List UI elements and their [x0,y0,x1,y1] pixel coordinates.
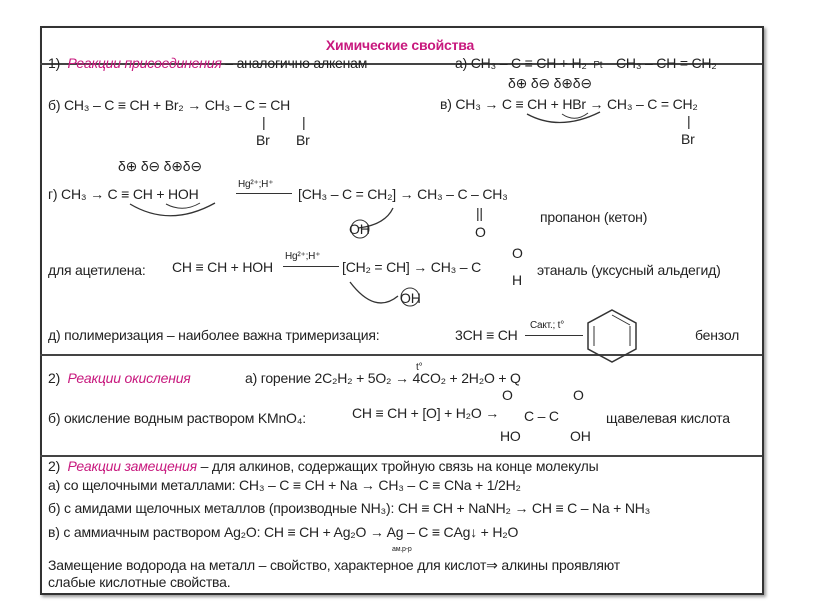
solution-note: ам.р-р [392,546,412,553]
reactants: а) CH₃ – C ≡ CH + H₂ [455,55,587,71]
section-title: Реакции присоединения [67,55,222,71]
substitution-v: в) с аммиачным раствором Ag₂O: CH ≡ CH +… [48,524,519,540]
substitution-a: а) со щелочными металлами: CH₃ – C ≡ CH … [48,477,521,493]
products: CH₃ – CH = CH₂ [616,55,717,71]
hydroxyl-group: OH [349,221,370,237]
section-number: 2) [48,370,61,386]
substituent: Br [256,132,270,148]
substitution-b: б) с амидами щелочных металлов (производ… [48,500,651,516]
divider [40,455,762,457]
reaction-b: б) CH₃ – C ≡ CH + Br₂ → CH₃ – C = CH [48,97,291,113]
section-number: 2) [48,458,61,474]
substituent: Br [681,131,695,147]
reaction-d: д) полимеризация – наиболее важна тример… [48,327,380,343]
reaction-v: в) CH₃ → C ≡ CH + HBr → CH₃ – C = CH₂ [440,96,698,112]
conclusion: Замещение водорода на металл – свойство,… [48,557,620,573]
product-name: этаналь (уксусный альдегид) [537,262,721,278]
divider [40,63,762,65]
product-name: бензол [695,327,740,343]
section-number: 1) [48,55,61,71]
reactants: CH ≡ CH + HOH [172,259,273,275]
conclusion: слабые кислотные свойства. [48,574,231,590]
reactants: CH ≡ CH + [O] + H₂O → [352,405,500,421]
reaction-g-reactants: г) CH₃ → C ≡ CH + HOH [48,186,199,202]
partial-charges: δ⊕ δ⊖ δ⊕δ⊖ [118,158,202,174]
catalyst-label: Hg²⁺;H⁺ [238,179,274,190]
hydroxyl-group: OH [570,428,591,444]
divider [40,354,762,356]
condition-label: t° [416,362,423,373]
hydrogen: H [512,272,522,288]
product-core: C – C [524,408,559,424]
section-subtitle: – аналогично алкенам [221,55,368,71]
bond: | [687,113,691,129]
oxygen: O [475,224,486,240]
bond: | [262,114,266,130]
oxygen: O [502,387,513,403]
section2-heading: 2) Реакции окисления [48,370,191,386]
bond: | [302,114,306,130]
oxygen: O [573,387,584,403]
hydroxyl-group: HO [500,428,521,444]
double-bond: || [476,205,483,221]
table-title: Химические свойства [325,37,475,53]
chemical-properties-table [40,26,764,595]
section3-heading: 2) Реакции замещения – для алкинов, соде… [48,458,599,474]
substituent: Br [296,132,310,148]
acetylene-label: для ацетилена: [48,262,146,278]
reaction-arrow [283,266,339,267]
oxygen: O [512,245,523,261]
oxidation-label: б) окисление водным раствором KMnO₄: [48,410,306,426]
section-subtitle: – для алкинов, содержащих тройную связь … [196,458,599,474]
section-title: Реакции окисления [67,370,191,386]
reaction-g-products: [CH₃ – C = CH₂] → CH₃ – C – CH₃ [298,186,508,202]
product-name: щавелевая кислота [606,410,730,426]
section1-heading: 1) Реакции присоединения – аналогично ал… [48,55,367,71]
catalyst-label: Pt [593,60,603,71]
hydroxyl-group: OH [400,290,421,306]
product-name: пропанон (кетон) [540,209,648,225]
benzene-icon [587,309,637,363]
reactants: 3CH ≡ CH [455,327,518,343]
combustion-reaction: а) горение 2C₂H₂ + 5O₂ → 4CO₂ + 2H₂O + Q [245,370,521,386]
reaction-arrow [525,335,583,336]
partial-charges: δ⊕ δ⊖ δ⊕δ⊖ [508,75,592,91]
section-title: Реакции замещения [67,458,197,474]
reaction-arrow [236,193,292,194]
products: [CH₂ = CH] → CH₃ – C [342,259,481,275]
reaction-a: а) CH₃ – C ≡ CH + H₂ Pt CH₃ – CH = CH₂ [455,55,717,71]
catalyst-label: Cакт.; t° [530,320,565,331]
catalyst-label: Hg²⁺;H⁺ [285,251,321,262]
